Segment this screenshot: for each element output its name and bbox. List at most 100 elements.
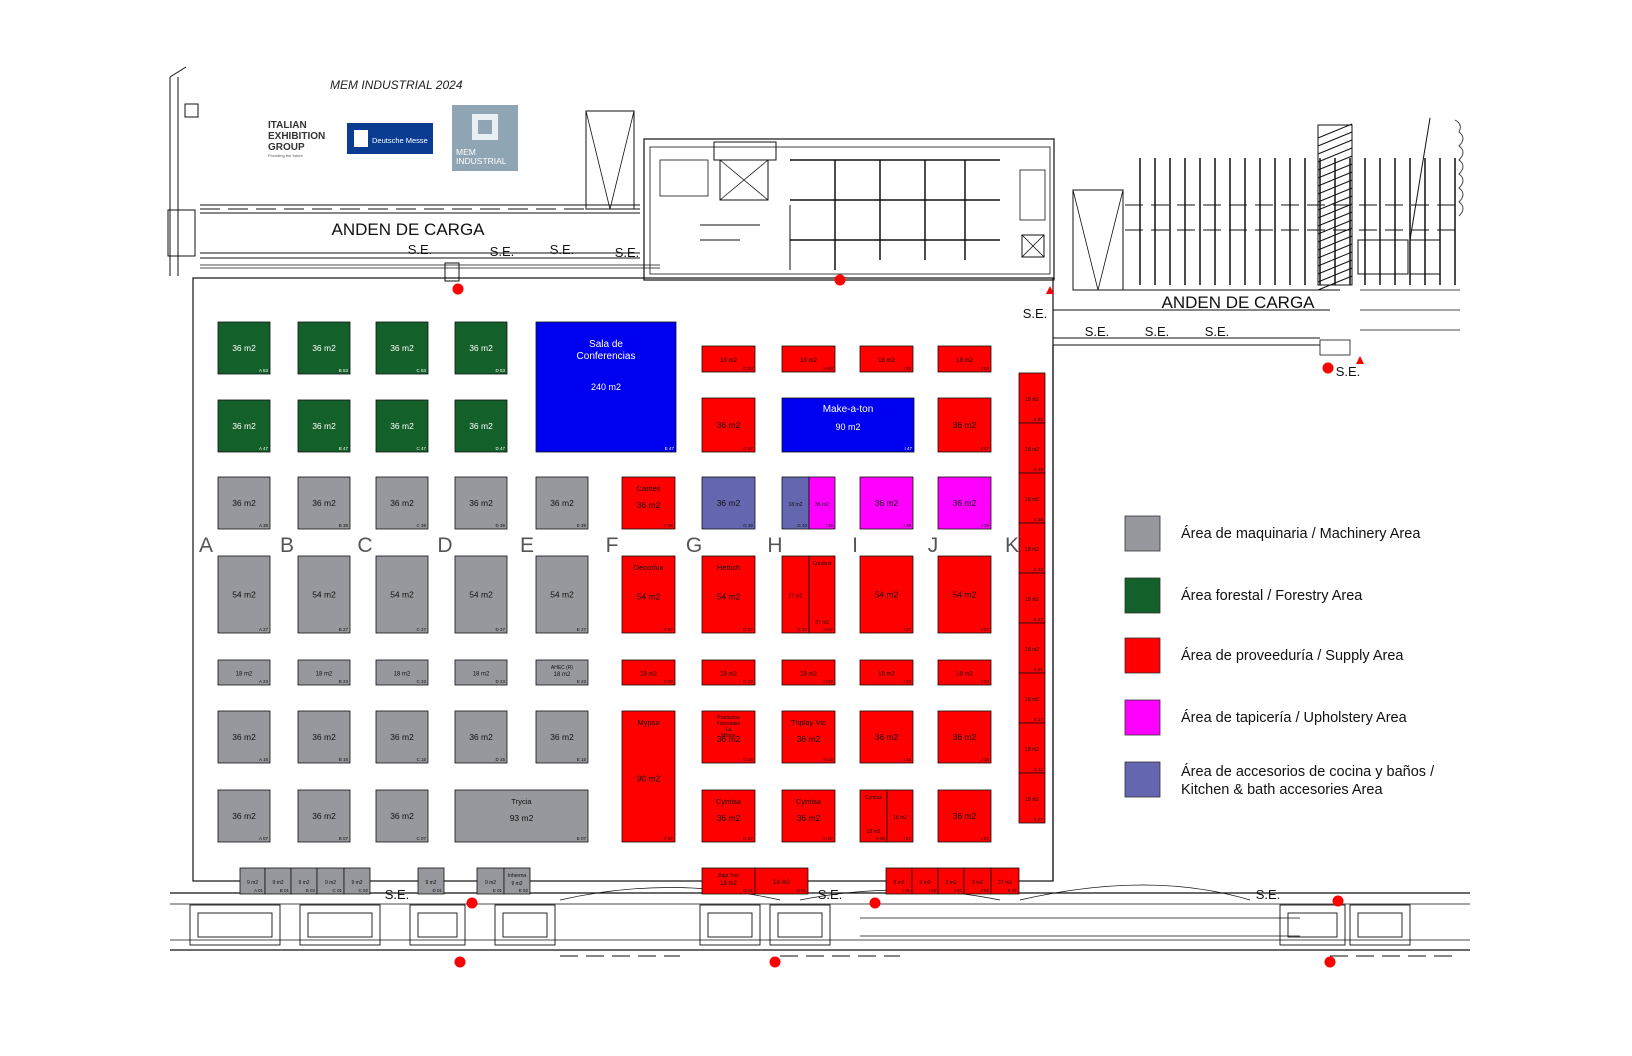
booth-c-02-area[interactable] [343, 867, 371, 895]
booth-g-53[interactable]: 18 m2G 53 [701, 345, 756, 373]
booth-d-39-area[interactable] [454, 476, 508, 530]
booth-e-15-area[interactable] [535, 710, 589, 764]
booth-e-23[interactable]: AHEC (R)18 m2E 23 [535, 659, 589, 686]
booth-k-07-area[interactable] [1018, 772, 1046, 824]
booth-a-39-area[interactable] [217, 476, 271, 530]
booth-c-47[interactable]: 36 m2C 47 [375, 399, 429, 453]
booth-b-01-area[interactable] [264, 867, 292, 895]
booth-e-07-area[interactable] [454, 789, 589, 843]
booth-a-01-area[interactable] [239, 867, 266, 895]
booth-j-47-area[interactable] [937, 397, 992, 453]
booth-i-27-area[interactable] [859, 555, 914, 634]
booth-g-07-area[interactable] [701, 789, 756, 843]
booth-f-23-area[interactable] [621, 659, 676, 686]
booth-e-27[interactable]: 54 m2E 27 [535, 555, 589, 634]
booth-d-53-area[interactable] [454, 321, 508, 375]
booth-h-53-area[interactable] [781, 345, 836, 373]
booth-b-39-area[interactable] [297, 476, 351, 530]
booth-e-01-area[interactable] [476, 867, 505, 895]
booth-g-30[interactable]: 27 m2G 30 [781, 555, 810, 634]
booth-j-07[interactable]: 36 m2J 07 [937, 789, 992, 843]
booth-h-01[interactable]: 18 m2H 01 [754, 867, 809, 895]
booth-c-01[interactable]: 9 m2C 01 [316, 867, 345, 895]
booth-g-39-area[interactable] [701, 476, 756, 530]
booth-i-47-area[interactable] [781, 397, 915, 453]
booth-h-23[interactable]: 18 m2H 23 [781, 659, 836, 686]
booth-b-23[interactable]: 18 m2B 23 [297, 659, 351, 686]
booth-d-01-area[interactable] [417, 867, 445, 895]
booth-e-15[interactable]: 36 m2E 15 [535, 710, 589, 764]
booth-d-27[interactable]: 54 m2D 27 [454, 555, 508, 634]
booth-a-47[interactable]: 36 m2A 47 [217, 399, 271, 453]
booth-i-15-area[interactable] [859, 710, 914, 764]
booth-e-39[interactable]: 36 m2E 39 [535, 476, 589, 530]
booth-a-27-area[interactable] [217, 555, 271, 634]
booth-c-01-area[interactable] [316, 867, 345, 895]
booth-c-23-area[interactable] [375, 659, 429, 686]
booth-k-21[interactable]: 18 m2K 21 [1018, 622, 1046, 674]
booth-d-47-area[interactable] [454, 399, 508, 453]
booth-d-15[interactable]: 36 m2D 15 [454, 710, 508, 764]
booth-i-53-area[interactable] [859, 345, 914, 373]
booth-a-15[interactable]: 36 m2A 15 [217, 710, 271, 764]
booth-g-40[interactable]: 18 m2G 40 [781, 476, 810, 530]
booth-k-33[interactable]: 18 m2K 33 [1018, 522, 1046, 574]
booth-b-01[interactable]: 9 m2B 01 [264, 867, 292, 895]
booth-h-07-area[interactable] [781, 789, 836, 843]
booth-a-39[interactable]: 36 m2A 39 [217, 476, 271, 530]
booth-f-07-area[interactable] [621, 710, 676, 843]
booth-k-17[interactable]: 18 m2K 17 [1018, 672, 1046, 724]
booth-h-15-area[interactable] [781, 710, 836, 764]
booth-a-15-area[interactable] [217, 710, 271, 764]
booth-d-23-area[interactable] [454, 659, 508, 686]
booth-i-23-area[interactable] [859, 659, 914, 686]
booth-f-39-area[interactable] [621, 476, 676, 530]
booth-g-47[interactable]: 36 m2G 47 [701, 397, 756, 453]
booth-h-23-area[interactable] [781, 659, 836, 686]
booth-k-45-area[interactable] [1018, 422, 1046, 474]
booth-e-27-area[interactable] [535, 555, 589, 634]
booth-d-39[interactable]: 36 m2D 39 [454, 476, 508, 530]
booth-d-01[interactable]: 9 m2D 01 [417, 867, 445, 895]
booth-i-38-area[interactable] [808, 476, 836, 530]
booth-j-53[interactable]: 18 m2J 53 [937, 345, 992, 373]
booth-c-47-area[interactable] [375, 399, 429, 453]
booth-d-23[interactable]: 18 m2D 23 [454, 659, 508, 686]
booth-j-39-area[interactable] [937, 476, 992, 530]
booth-a-23-area[interactable] [217, 659, 271, 686]
booth-k-07[interactable]: 18 m2K 07 [1018, 772, 1046, 824]
booth-j-27[interactable]: 54 m2J 27 [937, 555, 992, 634]
booth-j-07-area[interactable] [937, 789, 992, 843]
booth-k-51-area[interactable] [1018, 372, 1046, 424]
booth-g-23[interactable]: 18 m2G 23 [701, 659, 756, 686]
booth-k-33-area[interactable] [1018, 522, 1046, 574]
booth-j-53-area[interactable] [937, 345, 992, 373]
booth-d-53[interactable]: 36 m2D 53 [454, 321, 508, 375]
booth-c-27-area[interactable] [375, 555, 429, 634]
booth-h-08-area[interactable] [859, 789, 888, 843]
booth-j-02[interactable]: 9 m2J 02 [963, 867, 992, 895]
booth-c-27[interactable]: 54 m2C 27 [375, 555, 429, 634]
booth-i-02[interactable]: 9 m2I 02 [911, 867, 939, 895]
booth-g-39[interactable]: 36 m2G 39 [701, 476, 756, 530]
booth-b-07-area[interactable] [297, 789, 351, 843]
booth-g-01-area[interactable] [701, 867, 756, 895]
booth-g-23-area[interactable] [701, 659, 756, 686]
booth-g-27-area[interactable] [701, 555, 756, 634]
booth-j-15[interactable]: 36 m2J 15 [937, 710, 992, 764]
booth-a-53[interactable]: 36 m2A 53 [217, 321, 271, 375]
booth-e-39-area[interactable] [535, 476, 589, 530]
booth-i-53[interactable]: 18 m2I 53 [859, 345, 914, 373]
booth-h-27-area[interactable] [808, 555, 836, 634]
booth-b-23-area[interactable] [297, 659, 351, 686]
booth-k-01-area[interactable] [990, 867, 1020, 895]
